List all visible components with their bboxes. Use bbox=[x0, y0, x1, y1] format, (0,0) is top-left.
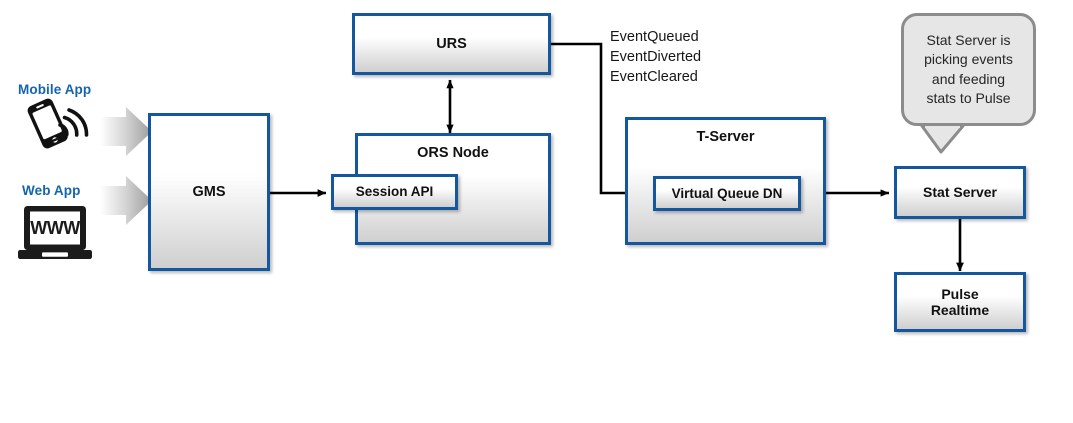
node-session-api[interactable]: Session API bbox=[331, 174, 458, 210]
event-label-cleared: EventCleared bbox=[610, 69, 698, 85]
event-label-queued: EventQueued bbox=[610, 29, 699, 45]
node-virtual-queue-dn[interactable]: Virtual Queue DN bbox=[653, 176, 801, 211]
node-session-api-label: Session API bbox=[355, 184, 434, 200]
connector-urs-to-virtual-queue bbox=[551, 42, 647, 197]
node-urs[interactable]: URS bbox=[352, 13, 551, 75]
laptop-www-icon: WWW bbox=[18, 206, 92, 259]
callout-line3: and feeding bbox=[931, 70, 1006, 87]
block-arrow-mobile-to-gms bbox=[100, 107, 152, 156]
node-pulse-realtime-line2: Realtime bbox=[930, 302, 990, 318]
source-label-mobile-app: Mobile App bbox=[18, 82, 92, 97]
callout-text: Stat Server is picking events and feedin… bbox=[924, 31, 1013, 109]
callout-line2: picking events bbox=[924, 51, 1013, 67]
callout-stat-server-note: Stat Server is picking events and feedin… bbox=[901, 13, 1036, 126]
mobile-signal-waves-icon bbox=[58, 108, 89, 137]
node-stat-server[interactable]: Stat Server bbox=[894, 166, 1026, 219]
node-t-server-label: T-Server bbox=[696, 129, 755, 145]
node-stat-server-label: Stat Server bbox=[923, 184, 997, 201]
event-label-diverted: EventDiverted bbox=[610, 49, 702, 65]
node-gms[interactable]: GMS bbox=[148, 113, 270, 271]
mobile-phone-icon bbox=[27, 98, 68, 149]
node-urs-label: URS bbox=[436, 35, 467, 52]
node-ors-node-label: ORS Node bbox=[417, 145, 489, 161]
callout-line4: stats to Pulse bbox=[926, 90, 1011, 106]
node-pulse-realtime[interactable]: Pulse Realtime bbox=[894, 272, 1026, 332]
block-arrow-web-to-gms bbox=[100, 176, 152, 225]
node-pulse-realtime-label: Pulse Realtime bbox=[931, 286, 989, 318]
source-label-web-app: Web App bbox=[22, 183, 81, 198]
node-virtual-queue-dn-label: Virtual Queue DN bbox=[671, 185, 783, 201]
callout-line1: Stat Server is bbox=[926, 31, 1011, 48]
svg-text:WWW: WWW bbox=[30, 218, 80, 238]
event-label-list: EventQueued EventDiverted EventCleared bbox=[610, 27, 701, 87]
node-pulse-realtime-line1: Pulse bbox=[941, 285, 979, 302]
node-gms-label: GMS bbox=[192, 183, 226, 200]
